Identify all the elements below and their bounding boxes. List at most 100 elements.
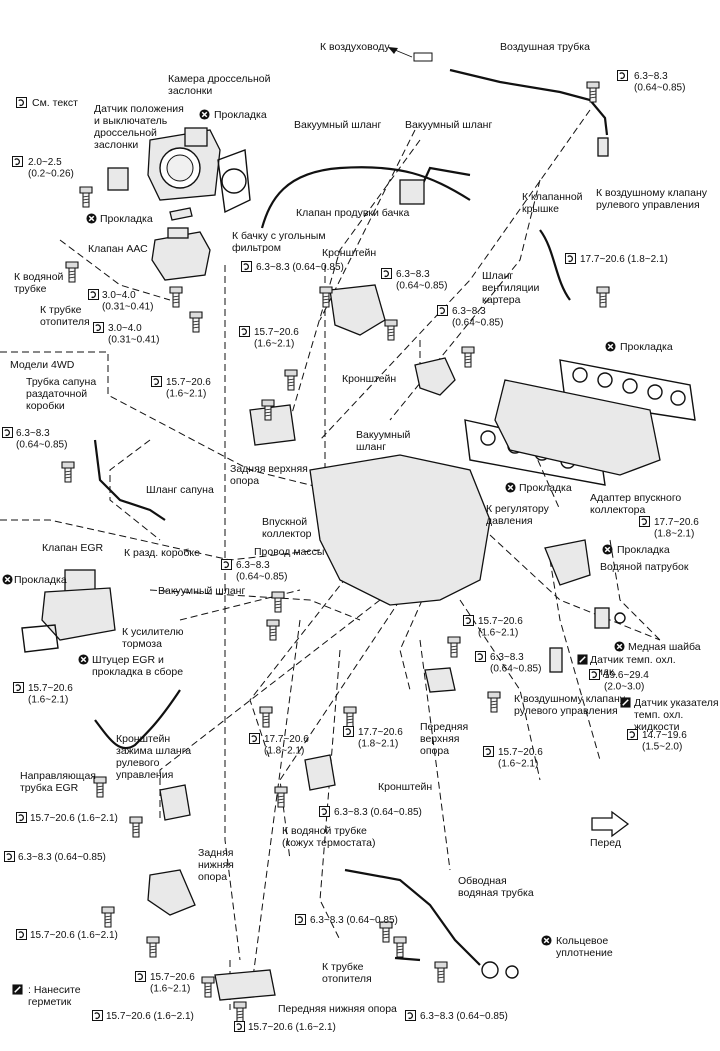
wrench-torque-icon <box>463 615 474 626</box>
wrench-torque-icon <box>16 929 27 940</box>
dashed-leaders <box>0 109 661 1010</box>
label-kronshteyn-1: Кронштейн <box>322 247 376 259</box>
label-kronshteyn-3: Кронштейн <box>378 781 432 793</box>
egr-valve <box>21 569 116 653</box>
wrench-torque-icon <box>88 289 99 300</box>
torque-mid-1: 17.7~20.6(1.8~2.1) <box>264 734 309 757</box>
label-prokladka-mid: Прокладка <box>519 482 572 494</box>
label-mednaya-shayba: Медная шайба <box>628 641 701 653</box>
torque-bracket-3: 6.3~8.3 (0.64~0.85) <box>334 807 422 818</box>
wrench-torque-icon <box>627 729 638 740</box>
label-prokladka-top: Прокладка <box>214 109 267 121</box>
label-vozdushnaya-trubka: Воздушная трубка <box>500 41 590 53</box>
rear-upper-support <box>249 404 296 446</box>
label-shlang-sapuna: Шланг сапуна <box>146 484 214 496</box>
label-k-razd-korobke: К разд. коробке <box>124 547 200 559</box>
label-provod-massy: Провод массы <box>254 546 324 558</box>
label-sm-tekst: См. текст <box>32 97 78 109</box>
pcv-hose <box>539 229 571 301</box>
label-vakuumny-shlang-1: Вакуумный шланг <box>294 119 381 131</box>
torque-rear-upper-1: 15.7~20.6(1.6~2.1) <box>254 327 299 350</box>
wrench-torque-icon <box>405 1010 416 1021</box>
wrench-torque-icon <box>617 70 628 81</box>
wrench-torque-icon <box>475 651 486 662</box>
aac-gasket <box>169 207 193 221</box>
torque-aac-2: 3.0~4.0(0.31~0.41) <box>108 323 159 346</box>
torque-front-upper-2: 6.3~8.3(0.64~0.85) <box>490 652 541 675</box>
sealant-icon <box>12 984 23 995</box>
replace-part-icon <box>505 482 516 493</box>
wrench-torque-icon <box>483 746 494 757</box>
o-ring <box>481 961 499 979</box>
wrench-torque-icon <box>13 682 24 693</box>
wrench-torque-icon <box>319 806 330 817</box>
label-perednyaya-nizhnyaya: Передняя нижняя опора <box>278 1003 397 1015</box>
replace-part-icon <box>86 213 97 224</box>
label-prokladka-egr: Прокладка <box>14 574 67 586</box>
label-klapan-produvki: Клапан продувки бачка <box>296 207 409 219</box>
wrench-torque-icon <box>16 97 27 108</box>
torque-pcv: 17.7~20.6 (1.8~2.1) <box>580 254 668 265</box>
bracket-2 <box>414 357 456 396</box>
replace-part-icon <box>614 641 625 652</box>
label-klapan-aac: Клапан ААС <box>88 243 148 255</box>
replace-part-icon <box>199 109 210 120</box>
torque-left-bottom: 6.3~8.3 (0.64~0.85) <box>18 852 106 863</box>
replace-part-icon <box>605 341 616 352</box>
gauge-sensor <box>549 647 563 673</box>
wrench-torque-icon <box>93 322 104 333</box>
copper-washer <box>614 612 626 624</box>
torque-egr: 15.7~20.6(1.6~2.1) <box>28 683 73 706</box>
labels: К воздуховоду Воздушная трубка Камера др… <box>10 41 719 1015</box>
wrench-torque-icon <box>2 427 13 438</box>
label-prokladka-right: Прокладка <box>620 341 673 353</box>
label-vodyanoy-patrubok: Водяной патрубок <box>600 561 689 573</box>
torque-front-upper-1: 15.7~20.6(1.6~2.1) <box>478 616 523 639</box>
front-upper-bracket <box>424 667 456 693</box>
wrench-torque-icon <box>221 559 232 570</box>
label-prokladka-patrubok: Прокладка <box>617 544 670 556</box>
sealant-icon <box>620 697 631 708</box>
wrench-torque-icon <box>565 253 576 264</box>
torque-sensor: 19.6~29.4(2.0~3.0) <box>604 670 649 693</box>
throttle-chamber <box>107 127 221 201</box>
wrench-torque-icon <box>589 669 600 680</box>
wrench-torque-icon <box>234 1021 245 1032</box>
torque-bypass: 6.3~8.3 (0.64~0.85) <box>310 915 398 926</box>
breather-hose <box>93 439 166 521</box>
wrench-torque-icon <box>12 156 23 167</box>
heater-tube-stub <box>394 956 421 962</box>
wrench-torque-icon <box>241 261 252 272</box>
bracket-1 <box>329 284 386 336</box>
torque-4wd: 6.3~8.3(0.64~0.85) <box>16 428 67 451</box>
wrench-torque-icon <box>92 1010 103 1021</box>
water-outlet <box>544 539 591 586</box>
torque-bottom-1: 15.7~20.6 (1.6~2.1) <box>106 1011 194 1022</box>
bypass-water-tube <box>344 868 481 966</box>
wrench-torque-icon <box>639 516 650 527</box>
torque-throttle: 2.0~2.5(0.2~0.26) <box>28 157 74 180</box>
vacuum-hoses <box>260 166 471 229</box>
front-lower-support <box>214 969 276 1001</box>
throttle-gasket <box>217 149 251 214</box>
label-vakuumny-shlang-2: Вакуумный шланг <box>405 119 492 131</box>
wrench-torque-icon <box>16 812 27 823</box>
torque-top-right: 6.3~8.3(0.64~0.85) <box>634 71 685 94</box>
aac-valve <box>151 227 211 281</box>
